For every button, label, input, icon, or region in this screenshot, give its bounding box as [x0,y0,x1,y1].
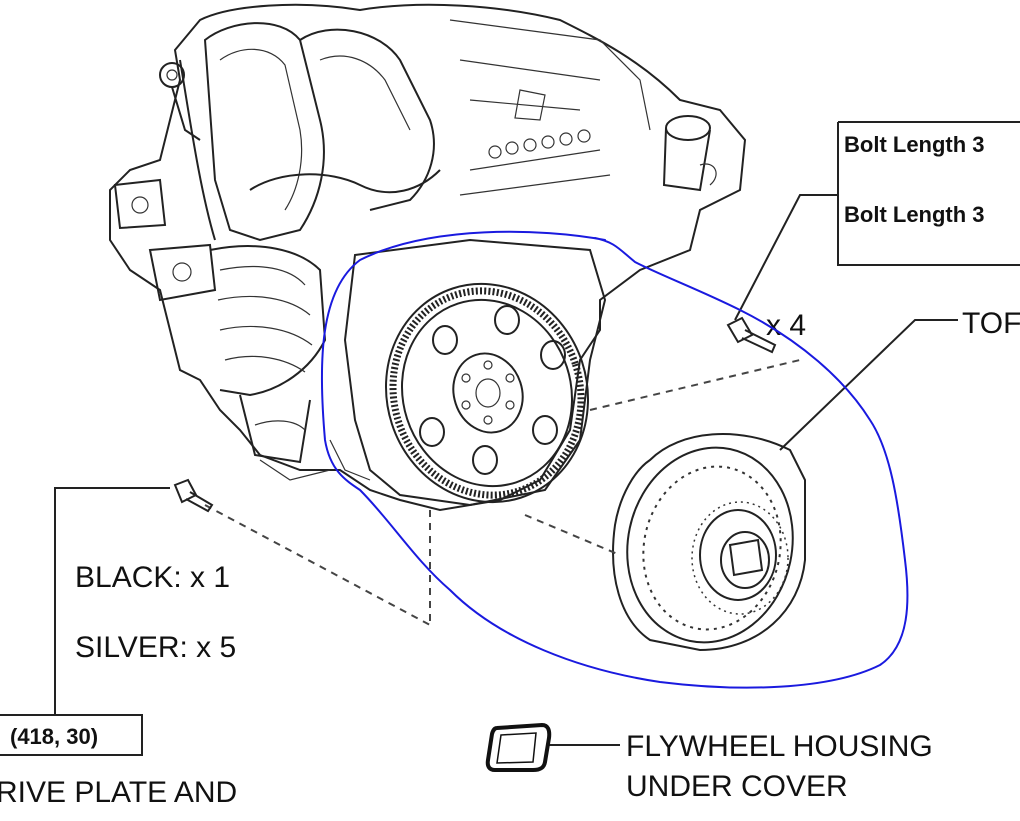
bolt-length-label-2: Bolt Length 3 [844,202,985,227]
housing-cover-icon [485,722,552,772]
torque-converter-label: TOF [962,307,1020,340]
torque-converter [612,433,806,652]
torque-value: (418, 30) [10,724,98,749]
drive-plate [385,282,589,504]
flywheel-housing-label-line2: UNDER COVER [626,770,848,803]
engine-block [109,3,747,512]
bolt-icon-lower [173,478,214,513]
flywheel-housing-label-line1: FLYWHEEL HOUSING [626,730,933,763]
assembly-guide-lines [204,359,801,626]
black-bolt-count: BLACK: x 1 [75,561,230,594]
bolt-icon-upper [726,316,777,354]
hand-drawn-highlight-circle [320,230,909,689]
silver-bolt-count: SILVER: x 5 [75,631,236,664]
bolt-length-label-1: Bolt Length 3 [844,132,985,157]
drive-plate-label: RIVE PLATE AND [0,776,237,809]
callout-leaders [0,121,1020,756]
